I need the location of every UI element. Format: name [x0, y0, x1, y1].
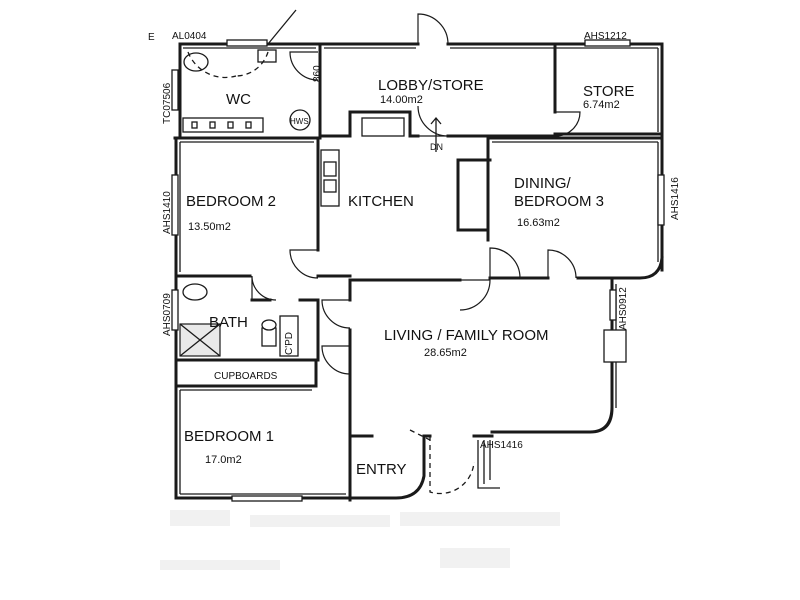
kitchen-label: KITCHEN [348, 193, 414, 210]
details [171, 9, 665, 502]
cpd-label: C'PD [284, 332, 295, 355]
annotations: 860 HWS DN E [148, 32, 443, 152]
hws-label: HWS [290, 117, 309, 126]
bedroom2-area: 13.50m2 [188, 221, 231, 233]
bedroom1-label: BEDROOM 1 [184, 428, 274, 445]
store-area: 6.74m2 [583, 99, 620, 111]
entry-label: ENTRY [356, 461, 407, 478]
window-code-tc07506: TC07506 [162, 82, 173, 124]
window-code-ahs0912: AHS0912 [618, 287, 629, 330]
door-swings [187, 13, 581, 495]
e-label: E [148, 32, 155, 43]
living-area: 28.65m2 [424, 347, 467, 359]
window-code-ahs1410: AHS1410 [162, 191, 173, 234]
lobby-store-area: 14.00m2 [380, 94, 423, 106]
wc-label: WC [226, 91, 251, 108]
window-codes: AL0404 AHS1212 TC07506 AHS1410 AHS1416 A… [162, 31, 681, 451]
room-labels: WC LOBBY/STORE 14.00m2 STORE 6.74m2 BEDR… [184, 77, 634, 478]
dining-area: 16.63m2 [517, 217, 560, 229]
store-label: STORE [583, 83, 634, 100]
bedroom2-label: BEDROOM 2 [186, 193, 276, 210]
cupboards-label: CUPBOARDS [214, 371, 278, 382]
bath-label: BATH [209, 314, 248, 331]
dn-label: DN [430, 142, 443, 152]
window-code-ahs1212: AHS1212 [584, 31, 627, 42]
background-smudges [160, 510, 560, 570]
window-code-al0404: AL0404 [172, 31, 207, 42]
dining-label-line1: DINING/ [514, 175, 572, 192]
bedroom1-area: 17.0m2 [205, 454, 242, 466]
dimension-860: 860 [312, 65, 323, 82]
window-code-ahs1416-entry: AHS1416 [480, 440, 523, 451]
window-code-ahs0709: AHS0709 [162, 293, 173, 336]
living-label: LIVING / FAMILY ROOM [384, 327, 548, 344]
window-code-ahs1416-right: AHS1416 [670, 177, 681, 220]
lobby-store-label: LOBBY/STORE [378, 77, 484, 94]
dining-label-line2: BEDROOM 3 [514, 193, 604, 210]
